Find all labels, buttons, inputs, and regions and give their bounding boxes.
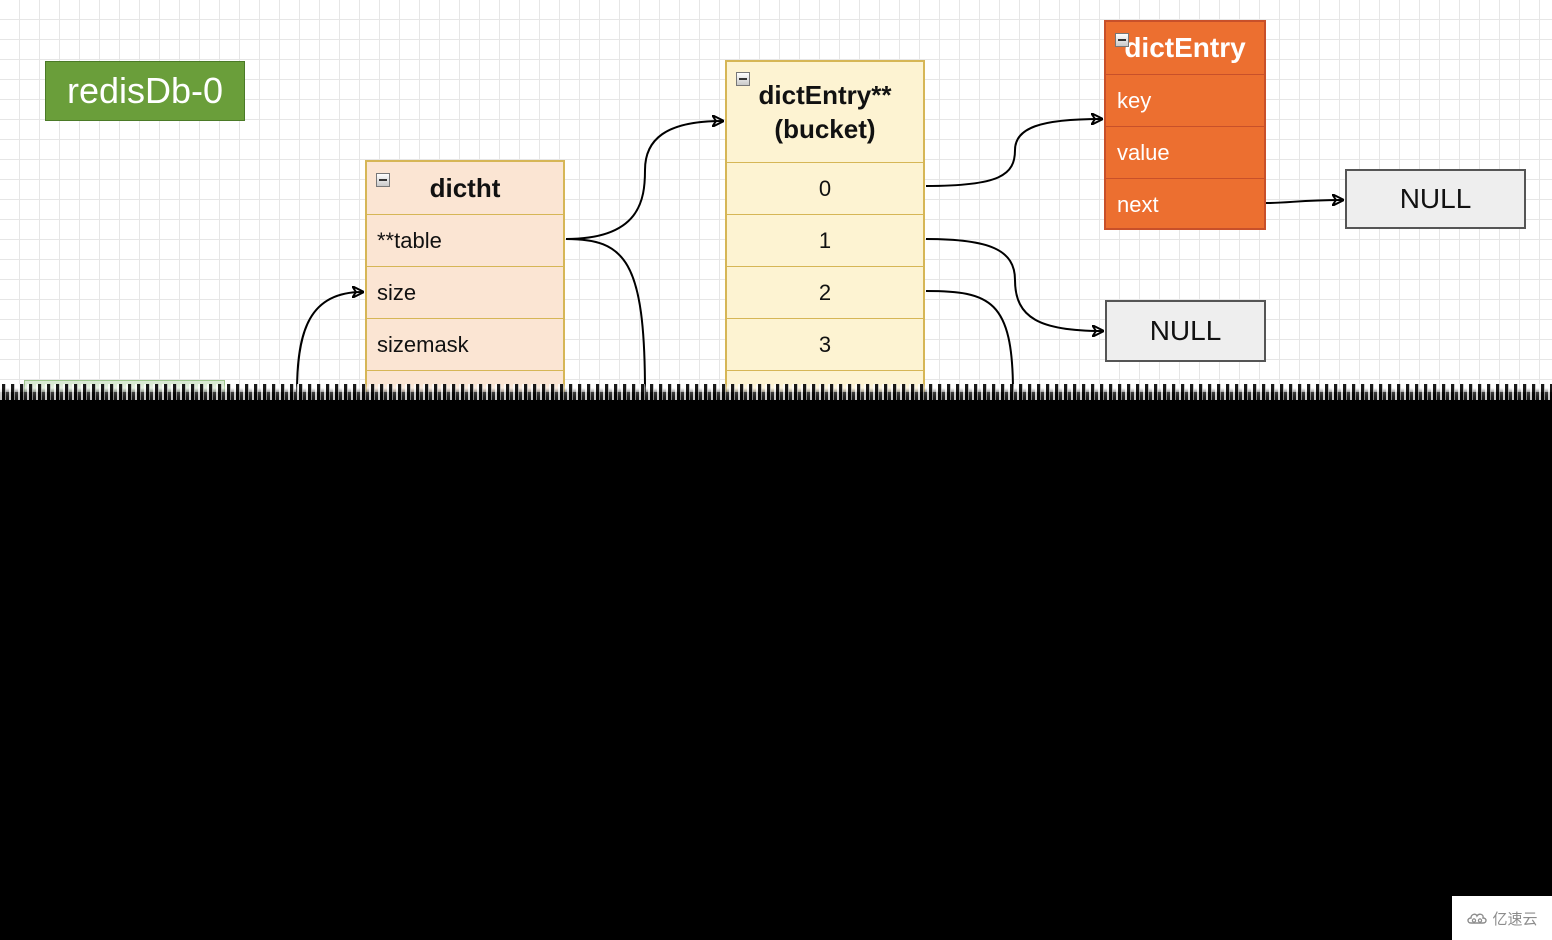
arrow-next-to-null xyxy=(1265,200,1342,203)
watermark-text: 亿速云 xyxy=(1492,910,1538,928)
watermark: 亿速云 xyxy=(1452,896,1552,940)
bucket-title-line2: (bucket) xyxy=(774,114,876,144)
collapse-icon[interactable] xyxy=(1115,33,1129,47)
dictht-title: dictht xyxy=(429,172,501,203)
null-box-bucket1: NULL xyxy=(1105,300,1266,362)
bucket-row-3: 3 xyxy=(727,318,923,370)
dictht-field-size: size xyxy=(367,266,563,318)
dictht-field-table: **table xyxy=(367,214,563,266)
redisdb-label-text: redisDb-0 xyxy=(66,70,224,111)
dictentry-header: dictEntry xyxy=(1106,22,1264,74)
null-label: NULL xyxy=(1399,183,1472,214)
null-box-next: NULL xyxy=(1345,169,1526,229)
dictht-table: dictht **table size sizemask xyxy=(365,160,565,392)
dictentry-field-label: next xyxy=(1117,191,1159,217)
line-table-down xyxy=(565,238,646,392)
dictentry-field-key: key xyxy=(1106,74,1264,126)
line-bucket2-down xyxy=(925,290,1014,392)
dictentry-field-next: next xyxy=(1106,178,1264,230)
connector-arrows xyxy=(296,0,1552,392)
bucket-title: dictEntry** (bucket) xyxy=(759,78,892,146)
cloud-logo-icon xyxy=(1466,911,1488,925)
dictht-field-partial xyxy=(367,370,563,392)
bucket-index: 1 xyxy=(818,227,832,253)
black-area xyxy=(0,400,1552,940)
collapse-icon[interactable] xyxy=(376,173,390,187)
dictentry-field-label: key xyxy=(1117,87,1152,113)
arrow-bucket0-to-entry xyxy=(925,119,1101,187)
dictht-field-label: size xyxy=(377,279,417,305)
null-label: NULL xyxy=(1149,315,1222,346)
arrow-to-size xyxy=(296,292,362,392)
bucket-table: dictEntry** (bucket) 0 1 2 3 xyxy=(725,60,925,392)
arrow-table-to-bucket xyxy=(565,121,722,240)
bucket-header: dictEntry** (bucket) xyxy=(727,62,923,162)
redisdb-label: redisDb-0 xyxy=(45,61,245,121)
bucket-row-2: 2 xyxy=(727,266,923,318)
arrow-bucket1-to-null xyxy=(925,238,1102,331)
bucket-index: 0 xyxy=(818,175,832,201)
dictentry-table: dictEntry key value next xyxy=(1104,20,1266,230)
bucket-index: 3 xyxy=(818,331,832,357)
dictht-field-label: sizemask xyxy=(377,331,469,357)
dictht-field-sizemask: sizemask xyxy=(367,318,563,370)
bucket-title-line1: dictEntry** xyxy=(758,80,892,110)
collapse-icon[interactable] xyxy=(736,72,750,86)
dictht-header: dictht xyxy=(367,162,563,214)
bucket-index: 2 xyxy=(818,279,832,305)
dictentry-title: dictEntry xyxy=(1124,32,1246,63)
bucket-row-1: 1 xyxy=(727,214,923,266)
dictht-field-label: **table xyxy=(377,227,442,253)
diagram-canvas: redisDb-0 dictht **table size sizemask d xyxy=(0,0,1552,392)
bucket-row-0: 0 xyxy=(727,162,923,214)
dictentry-field-label: value xyxy=(1117,139,1170,165)
bucket-row-partial xyxy=(727,370,923,392)
dictentry-field-value: value xyxy=(1106,126,1264,178)
